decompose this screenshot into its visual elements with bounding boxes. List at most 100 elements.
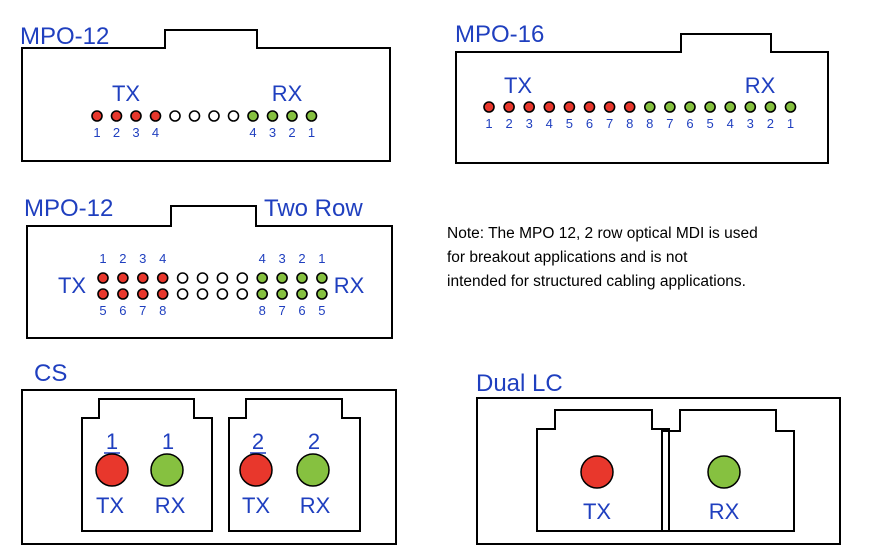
mpo12-two-row-bottom-tx-number: 6 <box>119 303 126 318</box>
dual-lc-tx-fiber <box>580 455 614 489</box>
mpo12-two-row-bottom-fiber-6 <box>196 288 209 300</box>
mpo12-two-row-subtitle: Two Row <box>264 195 363 222</box>
mpo12-tx-label: TX <box>112 81 140 106</box>
cs-connector: CS 1 1 TX RX 2 2 TX RX <box>21 360 397 545</box>
mpo12-two-row-bottom-rx-number: 7 <box>278 303 285 318</box>
mpo12-two-row-top-fiber-7 <box>216 272 229 284</box>
mpo16-fiber-number: 3 <box>526 116 533 131</box>
dual-lc-rx-fiber <box>707 455 741 489</box>
dual-lc-port-rx-outline <box>661 409 795 532</box>
mpo16-fiber-number: 4 <box>727 116 734 131</box>
mpo12-fiber-10 <box>266 110 279 122</box>
cs-port-1-tx-label: TX <box>96 493 124 518</box>
mpo16-fiber-9 <box>643 101 656 113</box>
cs-port-2-rx-label: RX <box>300 493 331 518</box>
mpo12-rx-number: 2 <box>288 125 295 140</box>
mpo12-fiber-8 <box>227 110 240 122</box>
mpo12-two-row-top-fiber-1 <box>97 272 109 284</box>
mpo12-two-row-top-tx-number: 3 <box>139 251 146 266</box>
mpo12-two-row-bottom-fiber-11 <box>296 288 308 300</box>
dual-lc-housing <box>476 397 841 545</box>
mpo16-fiber-number: 7 <box>666 116 673 131</box>
dual-lc-port-tx: TX <box>536 409 670 532</box>
mpo16-fiber-2 <box>503 101 515 113</box>
mpo12-two-row-top-fiber-8 <box>236 272 249 284</box>
dual-lc-rx-label: RX <box>709 499 740 524</box>
cs-port-1: 1 1 TX RX <box>81 398 213 532</box>
mpo12-two-row-housing <box>26 205 393 339</box>
note-line-2: for breakout applications and is not <box>447 249 688 266</box>
mpo16-fiber-10 <box>664 101 676 113</box>
mpo12-fiber-6 <box>188 110 201 122</box>
mpo12-fiber-9 <box>247 110 259 122</box>
mpo12-two-row-bottom-fiber-2 <box>117 288 129 300</box>
mpo12-two-row-bottom-fiber-9 <box>256 288 269 300</box>
mpo16-fiber-number: 6 <box>686 116 693 131</box>
mpo12-fiber-3 <box>130 110 142 122</box>
mpo12-two-row-top-fiber-10 <box>276 272 288 284</box>
mpo16-fiber-number: 6 <box>586 116 593 131</box>
mpo12-tx-number: 4 <box>152 125 159 140</box>
mpo16-fiber-5 <box>563 101 576 113</box>
mpo16-tx-label: TX <box>504 73 532 98</box>
mpo16-title: MPO-16 <box>455 21 544 48</box>
mpo12-tx-number: 2 <box>113 125 120 140</box>
cs-port-1-rx-label: RX <box>155 493 186 518</box>
mpo12-two-row-bottom-fiber-8 <box>236 288 249 300</box>
mpo16-fiber-3 <box>523 101 536 113</box>
mpo12-two-row-bottom-fiber-12 <box>316 288 328 300</box>
mpo12-fiber-2 <box>110 110 123 122</box>
mpo12-two-row-top-fiber-3 <box>137 272 149 284</box>
mpo12-fiber-7 <box>208 110 220 122</box>
mpo12-two-row-tx-label: TX <box>58 273 86 298</box>
cs-port-2-outline <box>228 398 361 532</box>
mpo12-two-row-top-rx-number: 4 <box>259 251 266 266</box>
mpo16-rx-label: RX <box>745 73 776 98</box>
mpo12-two-row-bottom-tx-number: 7 <box>139 303 146 318</box>
mpo12-two-row-title: MPO-12 <box>24 195 113 222</box>
mpo16-fiber-4 <box>543 101 556 113</box>
mpo12-two-row-bottom-fiber-3 <box>137 288 149 300</box>
cs-housing <box>21 389 397 545</box>
mpo16-fiber-7 <box>603 101 616 113</box>
mpo16-fiber-12 <box>704 101 716 113</box>
mpo16-fiber-number: 5 <box>566 116 573 131</box>
mpo16-housing <box>455 33 829 164</box>
mpo16-fiber-8 <box>623 101 636 113</box>
cs-port-2: 2 2 TX RX <box>228 398 361 532</box>
mpo12-two-row-bottom-rx-number: 5 <box>318 303 325 318</box>
mpo12-two-row-top-tx-number: 1 <box>99 251 106 266</box>
mpo16-fiber-number: 1 <box>485 116 492 131</box>
mpo12-fiber-5 <box>169 110 181 122</box>
mpo12-two-row-top-fiber-11 <box>296 272 308 284</box>
mpo12-two-row-bottom-fiber-7 <box>216 288 229 300</box>
mpo16-fiber-6 <box>583 101 596 113</box>
mpo12-title: MPO-12 <box>20 23 109 50</box>
dual-lc-title: Dual LC <box>476 370 563 397</box>
cs-port-2-tx-fiber <box>239 453 273 487</box>
mpo16-fiber-number: 8 <box>626 116 633 131</box>
mpo12-rx-number: 3 <box>269 125 276 140</box>
mpo16-fiber-number: 7 <box>606 116 613 131</box>
mpo16-fiber-14 <box>744 101 757 113</box>
cs-port-1-tx-fiber <box>95 453 129 487</box>
mpo12-fiber-1 <box>91 110 103 122</box>
mpo12-two-row-bottom-tx-number: 8 <box>159 303 166 318</box>
mpo16-fiber-number: 4 <box>546 116 553 131</box>
dual-lc-tx-label: TX <box>583 499 611 524</box>
mpo12-two-row-top-rx-number: 3 <box>278 251 285 266</box>
mpo16-fiber-16 <box>784 101 797 113</box>
cs-port-2-tx-label: TX <box>242 493 270 518</box>
mpo12-two-row-bottom-rx-number: 8 <box>259 303 266 318</box>
mpo12-fiber-row <box>91 110 318 122</box>
mpo12-two-row-top-fiber-12 <box>316 272 328 284</box>
cs-port-2-rx-number: 2 <box>308 429 320 454</box>
cs-port-1-tx-number: 1 <box>106 429 118 454</box>
cs-port-1-rx-fiber <box>150 453 184 487</box>
mpo12-two-row-bottom-rx-number: 6 <box>298 303 305 318</box>
